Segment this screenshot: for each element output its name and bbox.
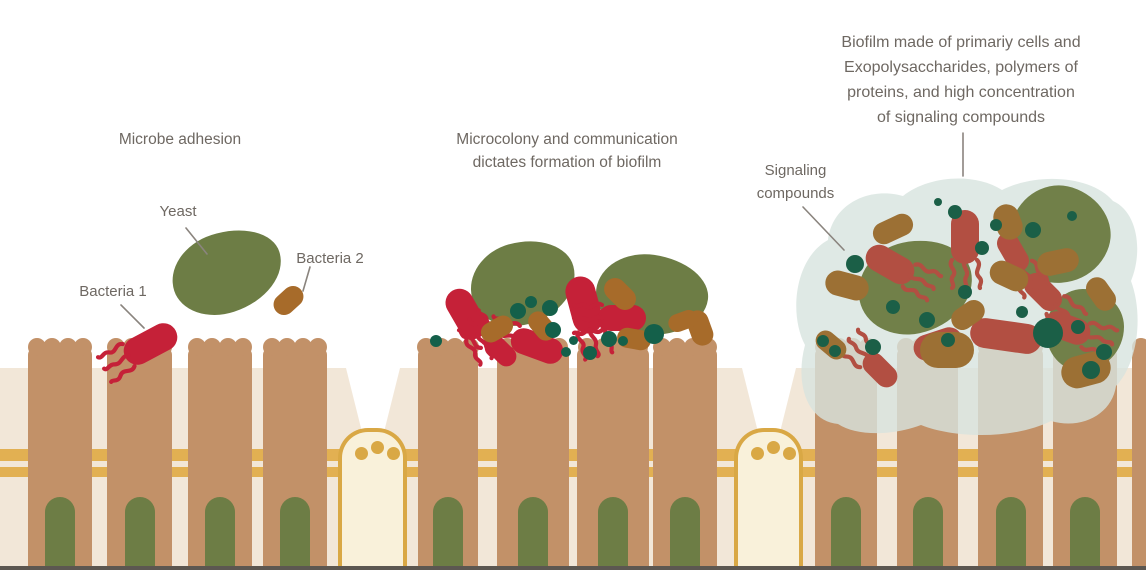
yeast-cell [161,216,293,328]
villus-bump [293,338,312,356]
signaling-pointer-line [802,206,845,251]
stage1-title: Microbe adhesion [118,131,242,148]
villus-gland-arch [124,497,155,570]
villus-gland-arch [912,497,943,570]
stage2-title-line1: Microcolony and communication [456,131,678,148]
signaling-compound-dot [958,285,972,299]
signaling-compound-dot [601,331,617,347]
villus-bump [1144,338,1146,356]
signaling-compound-dot [934,198,942,206]
signaling-compound-dot [846,255,864,273]
villus-bump [74,338,93,356]
stage2-title: Microcolony and communication dictates f… [407,128,727,174]
yeast-cell-body [161,216,293,328]
signaling-compound-dot [568,335,578,345]
villus-gland-arch [518,497,548,570]
stage3-caption-line2: Exopolysaccharides, polymers of [844,59,1078,76]
signaling-compound-dot [1033,318,1063,348]
villus-bump [234,338,253,356]
goblet-dot [751,447,764,460]
villus-gland-arch [670,497,700,570]
villus-gland-arch [45,497,75,570]
signaling-compound-dot [829,345,841,357]
bacteria2-label: Bacteria 2 [296,250,364,267]
signaling-compound-dot [561,347,571,357]
bacteria1-label: Bacteria 1 [79,283,147,300]
villus-bump [309,338,328,356]
villus-bump [262,338,281,356]
signaling-compound-dot [430,335,442,347]
signaling-compound-dot [510,303,526,319]
signaling-compound-dot [545,322,561,338]
flagella [571,301,605,337]
goblet-dot [767,441,780,454]
bacteria2-pointer-line [302,266,311,292]
signaling-compound-dot [865,339,881,355]
villus-gland-arch [433,497,463,570]
signaling-compound-dot [975,241,989,255]
signaling-compound-dot [525,296,537,308]
villus-bump [58,338,77,356]
signaling-label-line1: Signaling [764,162,827,179]
villus-bump [187,338,206,356]
villus-bump [278,338,297,356]
signaling-label-line2: compounds [756,185,835,202]
stage3-caption-line4: of signaling compounds [876,109,1046,126]
villus-bump [668,338,687,356]
signaling-compound-dot [644,324,664,344]
goblet-dot [355,447,368,460]
villus-bump [446,338,465,356]
villus-gland-arch [205,497,235,570]
signaling-compounds-label: Signaling compounds [733,159,858,205]
villus-bump [27,338,46,356]
crypt-goblet [734,428,803,570]
goblet-dot [371,441,384,454]
villus-gland-arch [831,497,861,570]
bacteria-red [571,301,646,337]
villus [1132,347,1146,570]
signaling-compound-dot [817,335,829,347]
signaling-compound-dot [948,205,962,219]
signaling-compound-dot [1096,344,1112,360]
signaling-compound-dot [618,336,628,346]
stage2-title-line2: dictates formation of biofilm [472,154,662,171]
villus-bump [43,338,62,356]
villus-gland-arch [598,497,628,570]
stage3-caption-line1: Biofilm made of primariy cells and [841,34,1081,51]
villus-bump [203,338,222,356]
villus-gland-arch [995,497,1026,570]
signaling-compound-dot [1016,306,1028,318]
signaling-compound-dot [886,300,900,314]
baseline [0,566,1146,570]
goblet-dot [783,447,796,460]
villus-gland-arch [1070,497,1100,570]
crypt-goblet [338,428,407,570]
villus-gland-arch [280,497,310,570]
signaling-compound-dot [1071,320,1085,334]
villus-bump [218,338,237,356]
stage3-caption-line3: proteins, and high concentration [847,84,1075,101]
goblet-dot [387,447,400,460]
bacteria1-pointer-line [120,304,145,329]
signaling-compound-dot [1067,211,1077,221]
signaling-compound-dot [542,300,558,316]
membrane-stripe-lower [0,467,1146,477]
signaling-compound-dot [919,312,935,328]
signaling-compound-dot [941,333,955,347]
bacteria-red [95,318,182,384]
signaling-compound-dot [1025,222,1041,238]
flagella [95,341,137,384]
signaling-compound-dot [990,219,1002,231]
stage3-caption: Biofilm made of primariy cells and Exopo… [800,30,1122,130]
yeast-label: Yeast [159,203,197,220]
signaling-compound-dot [583,346,597,360]
signaling-compound-dot [1082,361,1100,379]
